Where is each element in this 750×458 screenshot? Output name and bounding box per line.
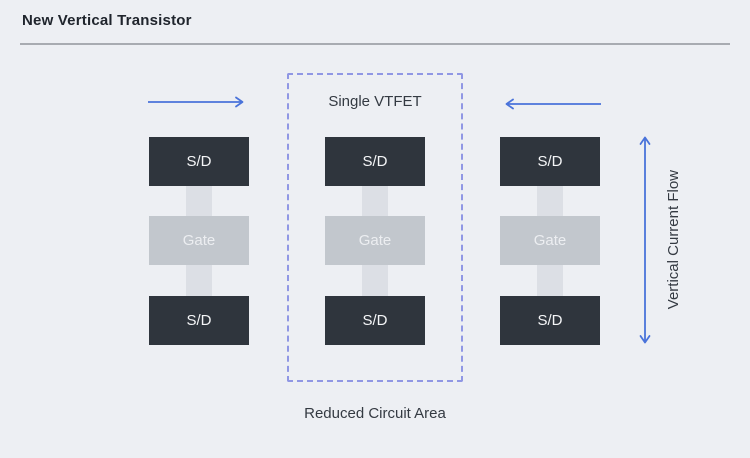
vtfet-stack-center: S/D Gate S/D [325, 137, 425, 345]
source-drain-block: S/D [149, 296, 249, 345]
source-drain-block: S/D [149, 137, 249, 186]
gate-block: Gate [149, 216, 249, 265]
vtfet-stack-left: S/D Gate S/D [149, 137, 249, 345]
source-drain-block: S/D [500, 137, 600, 186]
single-vtfet-label: Single VTFET [328, 93, 422, 110]
vertical-current-flow-label: Vertical Current Flow [664, 170, 682, 310]
vtfet-stack-right: S/D Gate S/D [500, 137, 600, 345]
title-divider [20, 43, 730, 45]
leftward-flow-arrow-icon [498, 98, 602, 110]
vertical-current-flow-arrow-icon [639, 136, 651, 344]
gate-block: Gate [325, 216, 425, 265]
source-drain-block: S/D [500, 296, 600, 345]
source-drain-block: S/D [325, 137, 425, 186]
reduced-circuit-area-caption: Reduced Circuit Area [304, 405, 446, 422]
single-vtfet-dashed-region [287, 73, 463, 382]
page-title: New Vertical Transistor [22, 12, 192, 29]
vertical-current-flow-label-wrap: Vertical Current Flow [656, 136, 690, 344]
source-drain-block: S/D [325, 296, 425, 345]
gate-block: Gate [500, 216, 600, 265]
rightward-flow-arrow-icon [147, 96, 247, 108]
